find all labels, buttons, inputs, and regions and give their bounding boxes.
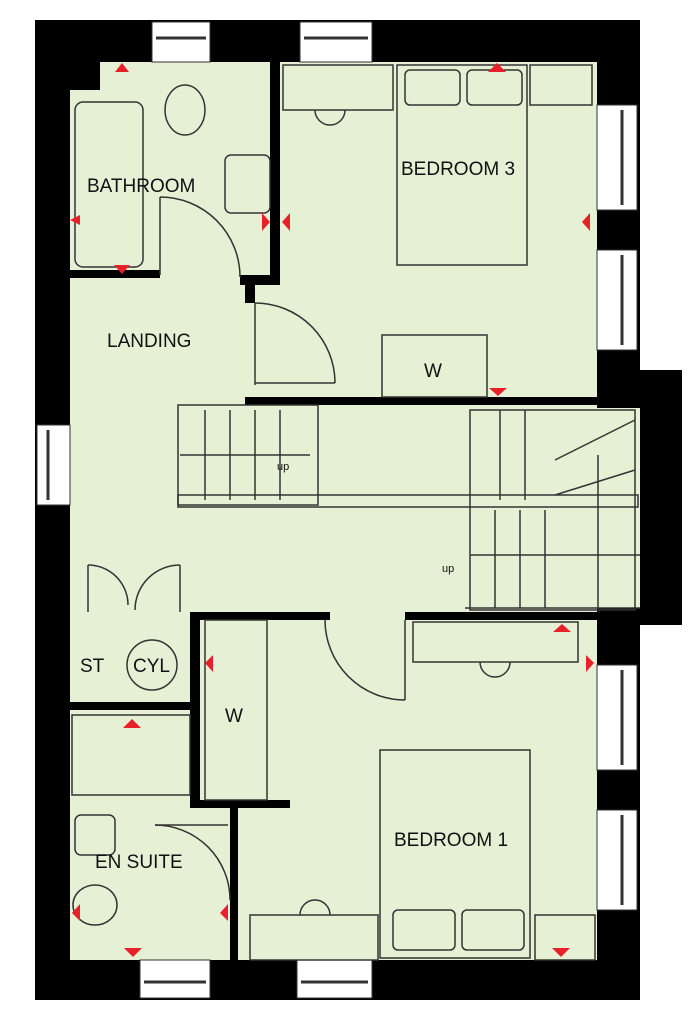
room-label-landing: LANDING [107,331,191,352]
markers [70,63,594,957]
fixtures [71,64,640,961]
cylinder [126,639,178,691]
room-label-cylinder: CYL [133,656,170,677]
bath-tub [74,101,144,268]
bed-bedroom-3 [396,64,528,266]
basin [224,154,271,214]
room-label-wardrobe-upper: W [424,361,442,382]
staircase [177,404,640,611]
room-label-bedroom-1: BEDROOM 1 [394,830,508,851]
bed-bedroom-1 [379,749,531,959]
room-label-wardrobe-lower: W [225,706,243,727]
room-label-en-suite: EN SUITE [95,852,183,873]
stairs-up-label-1: up [277,461,289,473]
windows [36,21,638,999]
room-label-bedroom-3: BEDROOM 3 [401,159,515,180]
stairs-up-label-2: up [442,563,454,575]
room-label-bathroom: BATHROOM [87,176,195,197]
room-label-storage: ST [80,656,105,677]
wardrobe-upper [381,334,488,398]
wardrobe-lower [204,619,268,801]
floor-area [70,62,640,960]
interior-walls [70,62,600,960]
toilet [164,84,206,136]
door-swing [159,196,241,278]
